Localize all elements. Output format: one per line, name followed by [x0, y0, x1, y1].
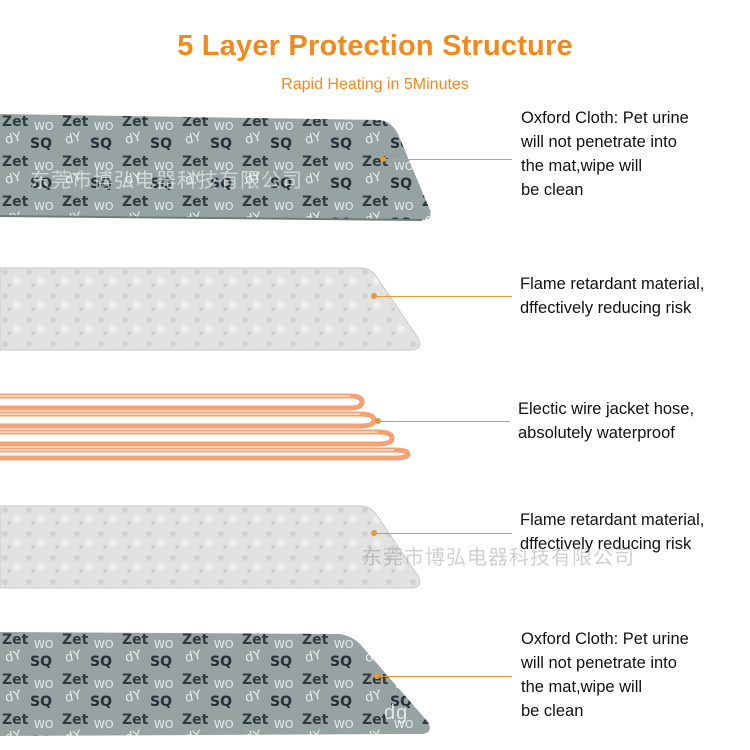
callout-dot-3 [375, 418, 381, 424]
callout-leader-4 [375, 533, 512, 534]
heating-wire-layer [0, 393, 411, 461]
oxford-cloth-layer-bottom [0, 632, 430, 736]
callout-heating-wire: Electic wire jacket hose, absolutely wat… [518, 400, 695, 442]
page-title: 5 Layer Protection Structure [177, 30, 573, 62]
callout-leader-1 [384, 159, 512, 160]
callout-leader-2 [375, 296, 512, 297]
callout-dot-1 [380, 156, 386, 162]
callout-flame-bottom: Flame retardant material, dffectively re… [520, 511, 705, 553]
callout-dot-2 [371, 293, 377, 299]
watermark-top: 东莞市博弘电器科技有限公司 [30, 170, 303, 192]
callout-dot-5 [374, 673, 380, 679]
flame-retardant-layer-bottom [0, 505, 421, 589]
watermark-bottom: dg [384, 702, 409, 724]
callout-flame-top: Flame retardant material, dffectively re… [520, 275, 705, 317]
flame-retardant-layer-top [0, 267, 421, 351]
callout-oxford-bottom: Oxford Cloth: Pet urine will not penetra… [521, 630, 689, 720]
callout-leader-5 [378, 676, 512, 677]
callout-leader-3 [379, 421, 510, 422]
callout-oxford-top: Oxford Cloth: Pet urine will not penetra… [521, 109, 689, 199]
page-subtitle: Rapid Heating in 5Minutes [281, 76, 469, 93]
oxford-cloth-layer-top: Zet WO dY SQ [0, 114, 431, 221]
callout-dot-4 [371, 530, 377, 536]
watermark-middle: 东莞市博弘电器科技有限公司 [362, 547, 635, 569]
